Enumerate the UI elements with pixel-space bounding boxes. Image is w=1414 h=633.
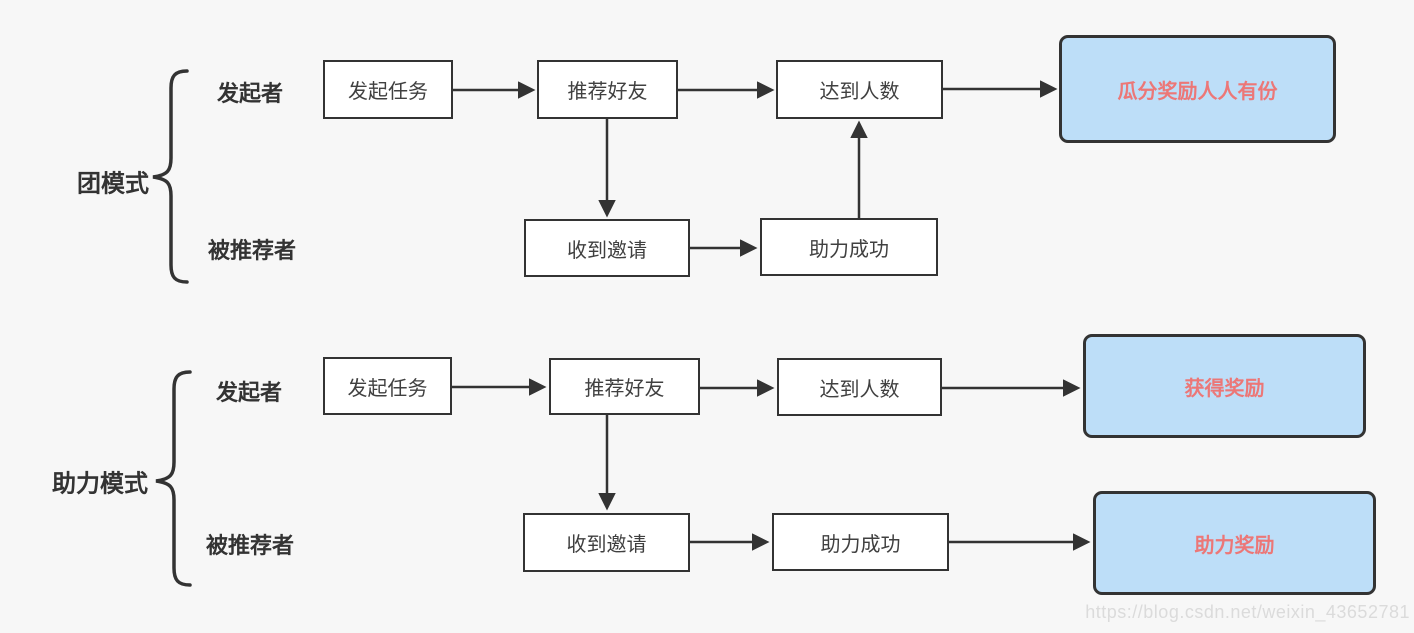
section-label-assist-mode: 助力模式 (52, 470, 148, 498)
node-s1-assist-success: 助力成功 (760, 218, 938, 276)
watermark-url: https://blog.csdn.net/weixin_43652781 (1085, 602, 1410, 622)
node-s2-receive-invite: 收到邀请 (523, 513, 690, 572)
node-s2-initiate-task: 发起任务 (323, 357, 452, 415)
node-s2-recommend-friends: 推荐好友 (549, 358, 700, 415)
node-s2-assist-reward: 助力奖励 (1093, 491, 1376, 595)
role-label-s1-referred: 被推荐者 (207, 238, 297, 263)
brace-group-mode (152, 69, 189, 284)
node-s2-reach-count: 达到人数 (777, 358, 942, 416)
role-label-s2-referred: 被推荐者 (205, 533, 295, 558)
role-label-s2-initiator: 发起者 (215, 380, 283, 405)
node-s1-initiate-task: 发起任务 (323, 60, 453, 119)
brace-assist-mode (155, 370, 192, 587)
node-s1-split-reward: 瓜分奖励人人有份 (1059, 35, 1336, 143)
node-s1-reach-count: 达到人数 (776, 60, 943, 119)
node-s1-recommend-friends: 推荐好友 (537, 60, 678, 119)
node-s2-get-reward: 获得奖励 (1083, 334, 1366, 438)
role-label-s1-initiator: 发起者 (216, 81, 284, 106)
node-s1-receive-invite: 收到邀请 (524, 219, 690, 277)
node-s2-assist-success: 助力成功 (772, 513, 949, 571)
section-label-group-mode: 团模式 (77, 170, 149, 198)
